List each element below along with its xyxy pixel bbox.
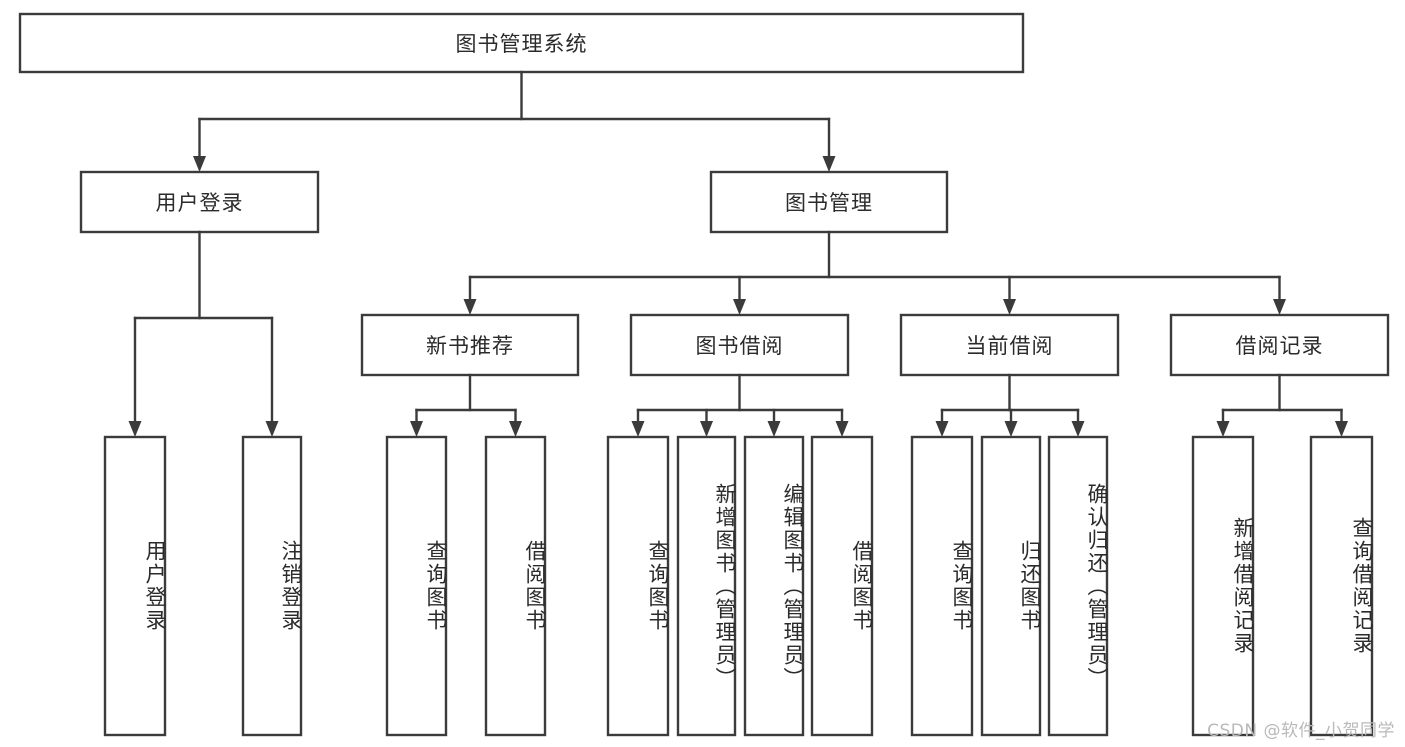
node-leaf-return-book[interactable]	[980, 435, 1042, 737]
arrow-head-icon	[1216, 421, 1230, 437]
node-leaf-logout[interactable]	[241, 435, 303, 737]
arrow-head-icon	[1335, 421, 1348, 437]
node-label-leaf-borrow-book-2: 借阅图书	[850, 540, 874, 632]
edge-group-root	[193, 70, 836, 172]
node-label-borrow-record: 借阅记录	[1235, 334, 1324, 358]
node-leaf-add-record[interactable]	[1191, 435, 1255, 737]
node-box-leaf-query-record[interactable]	[1309, 435, 1374, 737]
node-box-leaf-query-book-1[interactable]	[385, 435, 448, 737]
node-box-leaf-borrow-book-1[interactable]	[484, 435, 547, 737]
node-box-leaf-query-book-3[interactable]	[910, 435, 974, 737]
node-label-leaf-edit-book: 编辑图书（管理员）	[781, 482, 805, 690]
arrow-head-icon	[1071, 421, 1085, 437]
node-leaf-query-record[interactable]	[1309, 435, 1374, 737]
node-leaf-add-book[interactable]	[676, 435, 737, 737]
node-box-leaf-return-book[interactable]	[980, 435, 1042, 737]
node-box-leaf-user-login[interactable]	[103, 435, 167, 737]
arrow-head-icon	[193, 156, 206, 172]
arrow-head-icon	[767, 421, 781, 437]
node-box-leaf-logout[interactable]	[241, 435, 303, 737]
node-box-current-borrow[interactable]	[899, 313, 1120, 377]
node-label-leaf-add-book: 新增图书（管理员）	[713, 482, 737, 690]
node-root[interactable]	[18, 12, 1025, 74]
arrow-head-icon	[410, 421, 423, 437]
node-label-leaf-query-book-2: 查询图书	[646, 540, 670, 632]
node-label-leaf-query-record: 查询借阅记录	[1350, 517, 1374, 655]
arrow-head-icon	[1004, 421, 1018, 437]
node-leaf-borrow-book-2[interactable]	[810, 435, 874, 737]
node-label-leaf-query-book-1: 查询图书	[424, 540, 448, 632]
arrow-head-icon	[700, 421, 713, 437]
node-leaf-query-book-2[interactable]	[606, 435, 670, 737]
node-label-current-borrow: 当前借阅	[965, 334, 1054, 358]
node-label-leaf-confirm-return: 确认归还（管理员）	[1085, 482, 1109, 690]
arrow-head-icon	[1273, 299, 1286, 315]
arrow-head-icon	[631, 421, 645, 437]
node-user-login[interactable]	[79, 170, 320, 234]
arrow-head-icon	[835, 421, 849, 437]
node-box-leaf-query-book-2[interactable]	[606, 435, 670, 737]
node-leaf-query-book-3[interactable]	[910, 435, 974, 737]
node-label-book-borrow: 图书借阅	[695, 334, 784, 358]
node-label-leaf-add-record: 新增借阅记录	[1231, 517, 1255, 655]
node-box-leaf-add-book[interactable]	[676, 435, 737, 737]
node-leaf-borrow-book-1[interactable]	[484, 435, 547, 737]
node-leaf-confirm-return[interactable]	[1047, 435, 1109, 737]
node-label-user-login: 用户登录	[155, 191, 244, 215]
node-box-leaf-confirm-return[interactable]	[1047, 435, 1109, 737]
node-label-book-manage: 图书管理	[785, 191, 873, 215]
arrow-head-icon	[935, 421, 949, 437]
node-label-new-book-recommend: 新书推荐	[426, 334, 514, 358]
node-box-leaf-add-record[interactable]	[1191, 435, 1255, 737]
arrow-head-icon	[128, 421, 142, 437]
node-label-leaf-borrow-book-1: 借阅图书	[523, 540, 547, 632]
node-label-leaf-return-book: 归还图书	[1018, 540, 1042, 632]
node-box-root[interactable]	[18, 12, 1025, 74]
node-leaf-user-login[interactable]	[103, 435, 167, 737]
node-label-leaf-user-login: 用户登录	[143, 540, 167, 632]
edge-group-user-login	[128, 230, 279, 437]
arrow-head-icon	[265, 421, 279, 437]
arrow-head-icon	[463, 299, 477, 315]
node-box-new-book-recommend[interactable]	[360, 313, 580, 377]
edge-group-book-manage	[463, 230, 1286, 315]
edge-group-borrow-record	[1216, 373, 1348, 437]
arrow-head-icon	[509, 421, 522, 437]
node-box-user-login[interactable]	[79, 170, 320, 234]
arrow-head-icon	[733, 299, 746, 315]
arrow-head-icon	[822, 156, 836, 172]
arrow-head-icon	[1003, 299, 1016, 315]
edge-group-current-borrow	[935, 373, 1085, 437]
node-box-leaf-borrow-book-2[interactable]	[810, 435, 874, 737]
edge-group-new-book-recommend	[410, 373, 522, 437]
node-label-root: 图书管理系统	[455, 32, 588, 56]
node-current-borrow[interactable]	[899, 313, 1120, 377]
node-leaf-query-book-1[interactable]	[385, 435, 448, 737]
node-label-leaf-logout: 注销登录	[279, 540, 303, 632]
edge-group-book-borrow	[631, 373, 849, 437]
node-label-leaf-query-book-3: 查询图书	[950, 540, 974, 632]
node-new-book-recommend[interactable]	[360, 313, 580, 377]
